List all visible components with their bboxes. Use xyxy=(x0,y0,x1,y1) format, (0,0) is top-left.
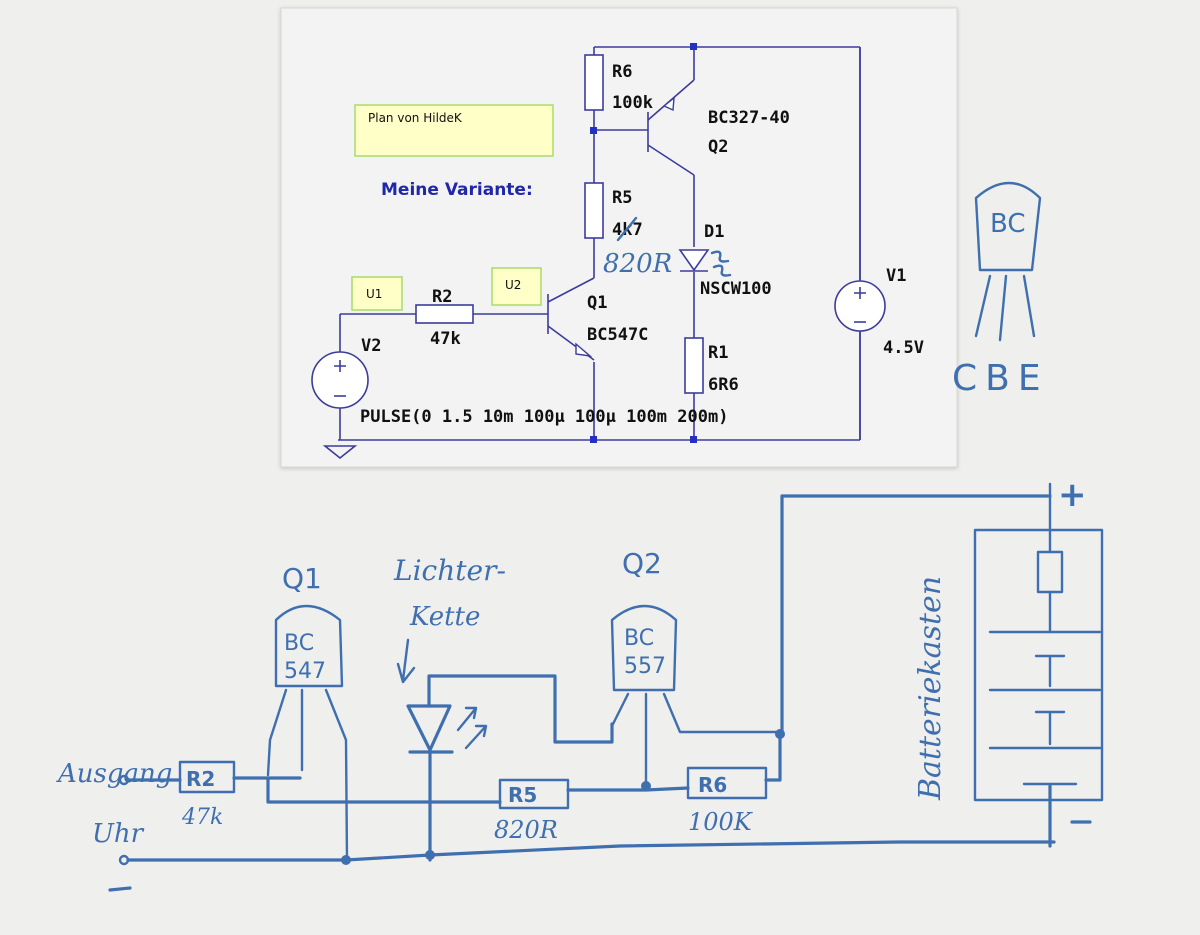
q1-model: BC547C xyxy=(587,325,648,345)
v1-value: 4.5V xyxy=(883,338,924,358)
hand-led-wire xyxy=(427,674,614,744)
hand-terminal-mark xyxy=(108,886,132,892)
r6-value: 100k xyxy=(612,93,653,113)
hand-input-line2: Uhr xyxy=(92,819,145,849)
note-box xyxy=(354,104,554,157)
hand-q1-case-line2: 547 xyxy=(284,659,326,684)
hand-q1-case-line1: BC xyxy=(284,631,314,656)
hand-r5-wire-left xyxy=(266,776,502,804)
v2-name: V2 xyxy=(361,336,381,356)
ground-symbol xyxy=(322,445,358,460)
hand-battery-cells xyxy=(988,482,1102,848)
q2-model: BC327-40 xyxy=(708,108,790,128)
r1-resistor xyxy=(684,337,704,394)
schematic-wires xyxy=(338,46,861,441)
hand-q2-case xyxy=(610,604,678,692)
schematic-title: Meine Variante: xyxy=(381,180,533,200)
hand-r6-body xyxy=(686,766,768,800)
r2-value: 47k xyxy=(430,329,461,349)
handdrawn-circuit: Q1 BC 547 Lichter- Kette Q2 BC 557 Batte… xyxy=(56,475,1104,892)
hand-r6-wire-right xyxy=(764,734,782,782)
r6-name: R6 xyxy=(612,62,632,82)
hand-r6-name: R6 xyxy=(698,773,727,797)
pinout-sketch: BC CBE xyxy=(952,181,1049,399)
hand-q2-case-line2: 557 xyxy=(624,654,666,679)
u2-label-box xyxy=(491,267,542,306)
hand-led xyxy=(406,704,488,754)
r5-resistor xyxy=(584,182,604,239)
hand-battery-label: Batteriekasten xyxy=(913,576,948,801)
u1-label-box xyxy=(351,276,403,311)
q1-name: Q1 xyxy=(587,293,607,313)
schematic-junctions xyxy=(590,43,697,443)
d1-name: D1 xyxy=(704,222,724,242)
u1-label: U1 xyxy=(366,287,382,301)
hand-r5-value: 820R xyxy=(494,816,558,844)
pinout-legend: CBE xyxy=(952,358,1049,399)
hand-battery-plus: + xyxy=(1058,475,1087,515)
note-label: Plan von HildeK xyxy=(368,111,463,125)
hand-lights-arrow xyxy=(396,638,416,684)
u2-label: U2 xyxy=(505,278,521,292)
r2-name: R2 xyxy=(432,287,452,307)
hand-junction-2 xyxy=(425,850,435,860)
hand-q1-case xyxy=(274,604,344,688)
q2-name: Q2 xyxy=(708,137,728,157)
v1-name: V1 xyxy=(886,266,906,286)
pinout-case-label: BC xyxy=(990,209,1026,239)
hand-r5-name: R5 xyxy=(508,783,537,807)
hand-r5-wire-right xyxy=(566,786,690,792)
hand-q2-case-line1: BC xyxy=(624,626,654,651)
hand-r5-body xyxy=(498,778,570,810)
r6-resistor xyxy=(584,54,604,111)
hand-q1-legs xyxy=(266,688,349,864)
hand-battery-box xyxy=(973,528,1104,802)
pinout-legs xyxy=(974,274,1036,342)
hand-q2-legs xyxy=(610,692,782,784)
hand-ground-wire xyxy=(126,840,1056,862)
hand-lights-line2: Kette xyxy=(409,602,480,632)
hand-r2-name: R2 xyxy=(186,767,215,791)
q2-transistor xyxy=(647,79,695,176)
hand-r2-value: 47k xyxy=(181,805,223,830)
hand-junction-4 xyxy=(775,729,785,739)
ltspice-schematic: Plan von HildeK Meine Variante: xyxy=(280,7,958,468)
hand-lights-line1: Lichter- xyxy=(393,554,506,587)
hand-q1-name: Q1 xyxy=(282,562,322,595)
hand-q2-name: Q2 xyxy=(622,547,662,580)
hand-r6-value: 100K xyxy=(688,808,754,836)
d1-model: NSCW100 xyxy=(700,279,772,299)
r1-value: 6R6 xyxy=(708,375,739,395)
hand-input-line1: Ausgang xyxy=(56,759,172,789)
pinout-case xyxy=(974,181,1042,272)
v2-pulse: PULSE(0 1.5 10m 100µ 100µ 100m 200m) xyxy=(360,407,728,427)
r2-resistor xyxy=(415,304,474,324)
q1-transistor xyxy=(547,277,595,361)
r5-correction: 820R xyxy=(603,249,672,279)
r1-name: R1 xyxy=(708,343,728,363)
hand-junction-3 xyxy=(641,781,651,791)
d1-led xyxy=(678,249,732,277)
v1-source xyxy=(834,280,886,440)
hand-battery-plus-wire xyxy=(780,494,1052,738)
hand-junction-1 xyxy=(341,855,351,865)
r5-name: R5 xyxy=(612,188,632,208)
v2-source xyxy=(311,351,369,409)
r5-strike-mark xyxy=(616,216,638,242)
